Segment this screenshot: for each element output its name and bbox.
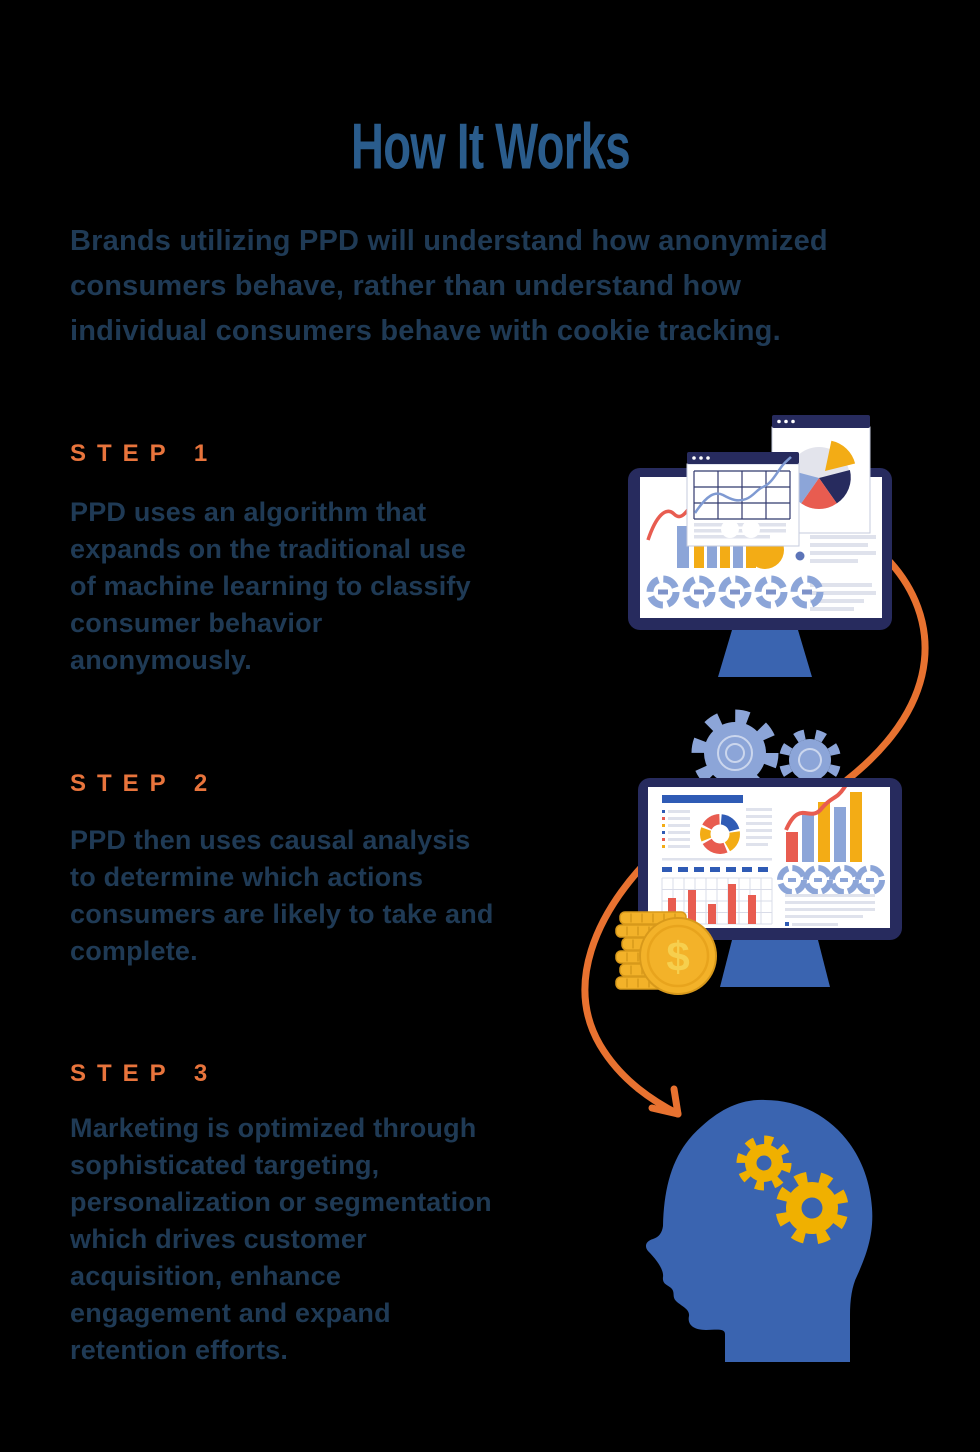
- text-lines: [662, 808, 772, 861]
- monitor-stand: [718, 630, 812, 677]
- step-2-text: PPD then uses causal analysis to determi…: [70, 825, 494, 966]
- grid-bar-chart-icon: [661, 877, 773, 925]
- connector-curve-1: [843, 558, 929, 784]
- text-lines: [810, 535, 876, 611]
- dollar-symbol: $: [666, 933, 689, 980]
- gear-icon: [736, 1135, 792, 1191]
- step-3-text: Marketing is optimized through sophistic…: [70, 1113, 492, 1365]
- arrowhead-icon: [648, 1085, 682, 1118]
- coin-stack-icon: $: [615, 911, 717, 995]
- header-bar: [662, 795, 743, 803]
- pie-chart-icon: [787, 440, 856, 510]
- page-title: How It Works: [0, 110, 980, 183]
- intro-paragraph: Brands utilizing PPD will understand how…: [70, 225, 828, 347]
- connector-curve-2: [581, 854, 682, 1118]
- dashed-row: [662, 867, 768, 872]
- line-chart-window-icon: [686, 452, 800, 547]
- bullet-dot: [795, 551, 805, 561]
- step-1-text: PPD uses an algorithm that expands on th…: [70, 497, 471, 675]
- line-chart-icon: [693, 470, 791, 520]
- bulleted-text-lines: [662, 810, 690, 848]
- dollar-coin-icon: $: [639, 917, 717, 995]
- step-3-label: STEP 3: [70, 1060, 219, 1087]
- step-1-label: STEP 1: [70, 440, 219, 467]
- steps-illustration: $: [581, 415, 929, 1362]
- text-lines: [785, 894, 875, 926]
- step-2-label: STEP 2: [70, 770, 219, 797]
- gear-icon: [691, 709, 779, 797]
- growth-bar-chart-icon: [784, 787, 862, 862]
- gear-icon: [775, 1171, 849, 1245]
- page-title-text: How It Works: [350, 110, 631, 183]
- head-icon: [645, 1099, 873, 1362]
- monitor-stand: [720, 940, 830, 987]
- dashboard-monitor-icon: [638, 778, 902, 987]
- donut-chart-icon: [700, 814, 740, 854]
